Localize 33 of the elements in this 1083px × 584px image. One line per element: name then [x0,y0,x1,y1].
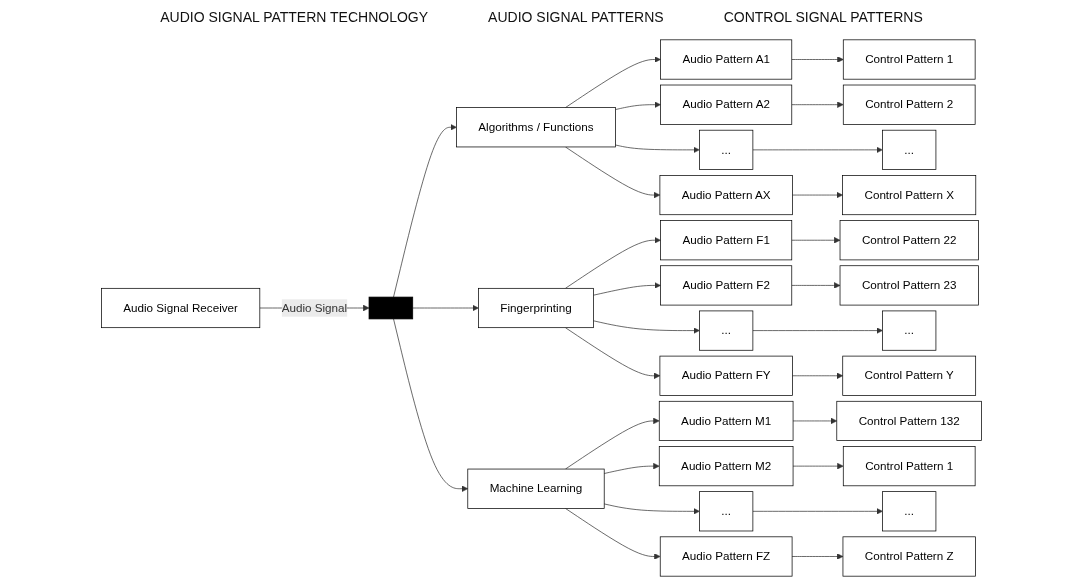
node-box: ... [699,491,754,532]
node-box: Audio Pattern FY [659,355,793,396]
node-box: Audio Pattern F1 [660,220,793,261]
node-box: Audio Pattern A2 [660,84,793,125]
node-box: ... [882,310,937,351]
node-box: Audio Pattern M2 [658,446,794,487]
node-box: Control Pattern 1 [842,446,976,487]
edge-label: Audio Signal [281,301,348,314]
node-box: Audio Pattern M1 [658,400,794,441]
node-box: Fingerprinting [478,287,594,329]
node-box: Control Pattern 22 [839,220,979,261]
node-box: ... [882,491,937,532]
node-box: Audio Pattern FZ [659,536,793,577]
node-box: Control Pattern 1 [842,39,976,80]
node-box: Audio Pattern F2 [660,265,793,306]
node-box: Audio Pattern AX [659,175,793,216]
node-bar [368,296,414,320]
node-box: Control Pattern Y [842,355,977,396]
node-box: Control Pattern X [842,175,977,216]
node-box: ... [699,129,754,170]
node-box: Audio Signal Receiver [101,287,261,329]
node-box: Algorithms / Functions [456,107,616,148]
node-box: ... [882,129,937,170]
node-box: Control Pattern 2 [842,84,976,125]
node-box: Control Pattern Z [842,536,976,577]
node-box: Machine Learning [467,468,605,509]
node-box: Audio Pattern A1 [660,39,793,80]
column-heading: AUDIO SIGNAL PATTERN TECHNOLOGY [160,9,429,25]
node-box: Control Pattern 132 [836,400,982,441]
node-box: ... [699,310,754,351]
column-heading: CONTROL SIGNAL PATTERNS [723,9,923,25]
column-heading: AUDIO SIGNAL PATTERNS [488,9,664,25]
node-box: Control Pattern 23 [839,265,979,306]
